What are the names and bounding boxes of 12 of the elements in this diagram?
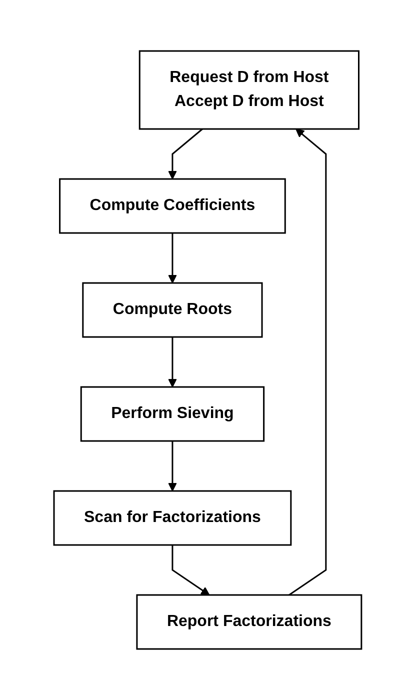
node-box: Request D from Host Accept D from Host — [138, 50, 360, 130]
node-box: Compute Roots — [82, 282, 263, 338]
arrow — [168, 336, 177, 387]
node-box: Scan for Factorizations — [53, 490, 292, 546]
node-box: Report Factorizations — [136, 594, 362, 650]
arrow — [168, 128, 203, 179]
arrow — [168, 232, 177, 283]
node-box: Perform Sieving — [80, 386, 264, 442]
node-box: Compute Coefficients — [58, 178, 286, 234]
arrow — [168, 440, 177, 491]
arrow — [172, 544, 210, 595]
arrow — [288, 128, 326, 596]
